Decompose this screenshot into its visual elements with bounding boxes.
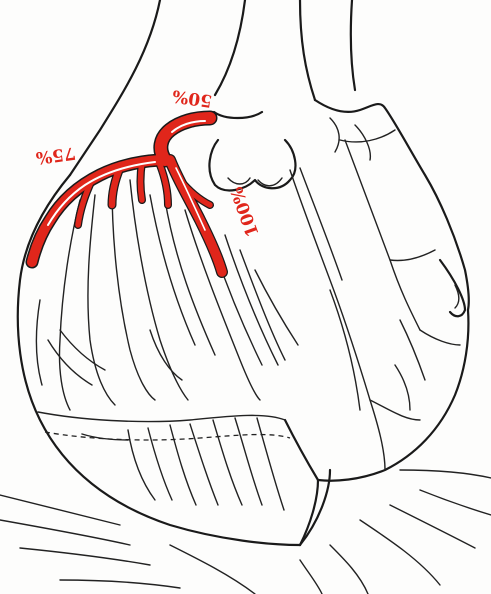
lad-stenosis-label: 75% [35,142,77,167]
circumflex-stenosis-label: 100% [227,184,263,239]
left-atrial-appendage [209,140,295,190]
minor-coronary-branches [36,180,298,410]
diaphragm-lines [0,470,491,594]
left-main-stenosis-label: 50% [171,85,213,110]
right-atrium-outline [315,100,469,316]
highlighted-coronary-arteries [32,118,222,272]
right-ventricle-lines [290,140,460,470]
inferior-wall [38,412,290,510]
